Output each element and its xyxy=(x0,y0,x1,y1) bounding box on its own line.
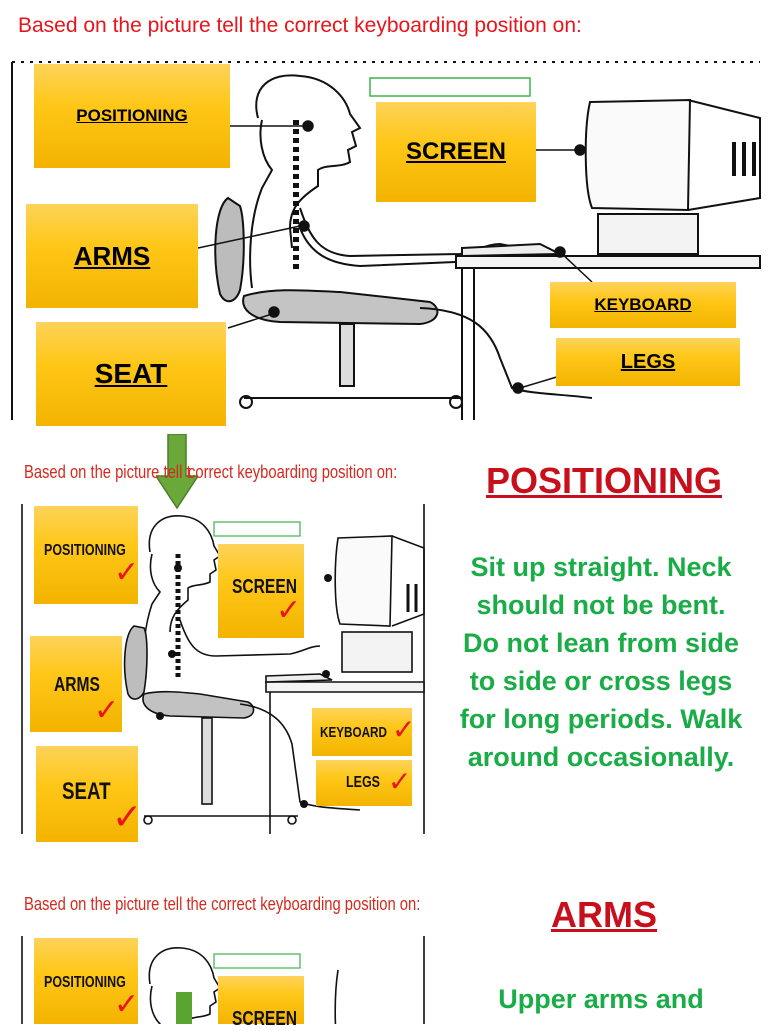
thumb2-positioning-label: POSITIONING xyxy=(44,974,126,991)
thumb2-instruction: Based on the picture tell the correct ke… xyxy=(24,894,421,914)
positioning-card: POSITIONING xyxy=(34,64,230,168)
arms-label: ARMS xyxy=(73,240,151,271)
seat-card: SEAT xyxy=(36,322,226,426)
thumb1-keyboard-card: KEYBOARD ✓ xyxy=(312,708,416,756)
positioning-label: POSITIONING xyxy=(76,106,188,125)
thumb1-arms-label: ARMS xyxy=(54,674,100,696)
thumb1-instruction-left: Based on the picture tell t xyxy=(24,462,191,482)
thumb1-drawing xyxy=(21,504,425,834)
arrow-down-icon xyxy=(154,433,200,510)
thumb1-positioning-label: POSITIONING xyxy=(44,542,126,559)
thumb1-screen-tick: ✓ xyxy=(276,593,302,628)
thumb1-keyboard-label: KEYBOARD xyxy=(320,724,387,741)
thumb1-positioning-tick: ✓ xyxy=(114,555,140,590)
thumbnail-1 xyxy=(20,504,430,838)
legs-label: LEGS xyxy=(620,350,676,373)
keyboard-card: KEYBOARD xyxy=(550,282,736,328)
thumb2-screen-label: SCREEN xyxy=(232,1008,298,1030)
page-instruction: Based on the picture tell the correct ke… xyxy=(18,14,582,37)
seat-label: SEAT xyxy=(94,358,168,389)
thumb2-positioning-card: POSITIONING ✓ xyxy=(34,938,140,1024)
thumb1-positioning-card: POSITIONING ✓ xyxy=(34,506,140,604)
thumb1-legs-tick: ✓ xyxy=(388,765,412,798)
main-illustration xyxy=(0,58,768,424)
thumb1-seat-card: SEAT ✓ xyxy=(36,746,142,842)
screen-label: SCREEN xyxy=(405,138,507,165)
thumbnail-2 xyxy=(20,936,430,1024)
thumb1-seat-tick: ✓ xyxy=(112,797,143,838)
workstation-drawing xyxy=(11,61,761,420)
section1-title: POSITIONING xyxy=(485,460,723,501)
thumb1-arms-tick: ✓ xyxy=(94,693,120,728)
thumb2-positioning-tick: ✓ xyxy=(114,987,140,1022)
thumb1-legs-label: LEGS xyxy=(346,774,380,791)
thumb1-screen-card: SCREEN ✓ xyxy=(218,544,304,638)
section1-body: Sit up straight. Neck should not be bent… xyxy=(459,552,743,772)
section2-title: ARMS xyxy=(551,894,657,935)
section2-body: Upper arms and xyxy=(498,984,704,1014)
thumb1-screen-label: SCREEN xyxy=(232,576,298,598)
thumb1-arms-card: ARMS ✓ xyxy=(30,636,122,732)
thumb2-screen-card: SCREEN xyxy=(218,976,304,1030)
legs-card: LEGS xyxy=(556,338,740,386)
thumb1-keyboard-tick: ✓ xyxy=(392,713,416,746)
thumb2-drawing xyxy=(21,936,425,1024)
thumb1-seat-label: SEAT xyxy=(62,778,111,805)
screen-card: SCREEN xyxy=(376,102,536,202)
arms-card: ARMS xyxy=(26,204,198,308)
keyboard-label: KEYBOARD xyxy=(594,295,692,314)
thumb1-legs-card: LEGS ✓ xyxy=(316,760,412,806)
thumb1-instruction-right: correct keyboarding position on: xyxy=(188,462,398,482)
